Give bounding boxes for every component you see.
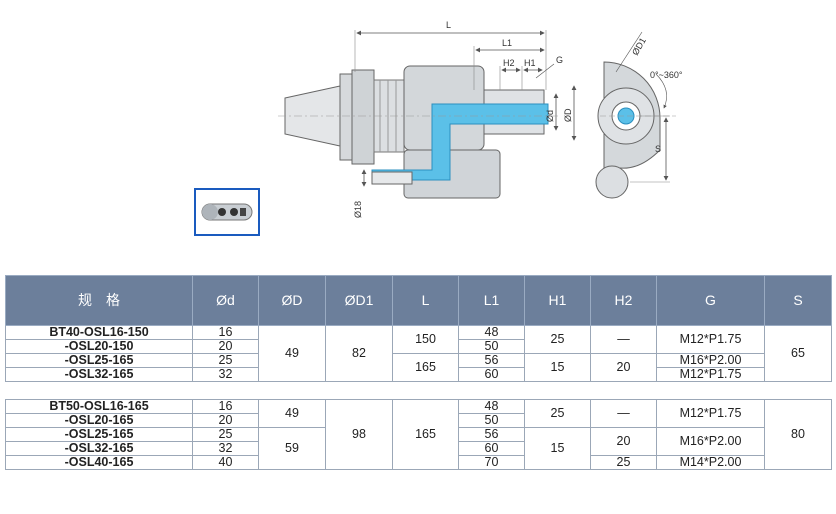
cell-L1: 56 <box>458 353 525 368</box>
cell-D1: 82 <box>325 325 393 382</box>
cell-H1: 25 <box>524 399 591 428</box>
cell-d: 25 <box>192 427 259 442</box>
spec-name: BT50-OSL16-165 <box>5 399 193 414</box>
header-D: ØD <box>258 275 326 326</box>
cell-L1: 60 <box>458 367 525 382</box>
cell-D: 59 <box>258 427 326 470</box>
spec-name: -OSL25-165 <box>5 427 193 442</box>
cell-D: 49 <box>258 325 326 382</box>
cell-H2: — <box>590 325 657 354</box>
cell-G: M12*P1.75 <box>656 367 765 382</box>
tool-thumbnail-icon <box>201 203 253 221</box>
cell-G: M14*P2.00 <box>656 455 765 470</box>
table-row: BT40-OSL16-150 16 49 82 150 48 25 — M12*… <box>5 325 832 382</box>
cell-G: M12*P1.75 <box>656 325 765 354</box>
cell-G: M12*P1.75 <box>656 399 765 428</box>
cell-L: 150 <box>392 325 459 354</box>
table-gap <box>5 381 832 400</box>
cell-H1: 15 <box>524 353 591 382</box>
cell-H2: 20 <box>590 353 657 382</box>
cell-G: M16*P2.00 <box>656 353 765 368</box>
cell-L: 165 <box>392 353 459 382</box>
header-S: S <box>764 275 832 326</box>
cell-L1: 48 <box>458 325 525 340</box>
cell-d: 25 <box>192 353 259 368</box>
cell-L1: 50 <box>458 413 525 428</box>
header-spec: 规 格 <box>5 275 193 326</box>
cell-H1: 15 <box>524 427 591 470</box>
cell-L1: 48 <box>458 399 525 414</box>
dim-S: S <box>655 144 661 154</box>
header-L1: L1 <box>458 275 525 326</box>
cell-d: 16 <box>192 399 259 414</box>
cell-d: 16 <box>192 325 259 340</box>
cell-L1: 60 <box>458 441 525 456</box>
spec-name: -OSL32-165 <box>5 367 193 382</box>
spec-name: -OSL32-165 <box>5 441 193 456</box>
spec-table: 规 格 Ød ØD ØD1 L L1 H1 H2 G S BT40-OSL16-… <box>5 275 832 470</box>
cell-L1: 56 <box>458 427 525 442</box>
end-view <box>595 61 676 199</box>
dim-H1: H1 <box>524 58 536 68</box>
spec-name: -OSL25-165 <box>5 353 193 368</box>
header-H1: H1 <box>524 275 591 326</box>
cell-S: 65 <box>764 325 832 382</box>
cell-d: 40 <box>192 455 259 470</box>
dim-D: ØD <box>563 108 573 122</box>
cell-L: 165 <box>392 399 459 470</box>
cell-D1: 98 <box>325 399 393 470</box>
table-row: BT50-OSL16-165 16 49 98 165 48 25 — M12*… <box>5 399 832 470</box>
spec-name: -OSL20-165 <box>5 413 193 428</box>
cell-H2: — <box>590 399 657 428</box>
header-L: L <box>392 275 459 326</box>
cell-L1: 50 <box>458 339 525 354</box>
cell-d: 32 <box>192 367 259 382</box>
table-row: -OSL25-165 25 59 56 15 20 M16*P2.00 <box>5 427 832 470</box>
tool-holder-drawing: L L1 H2 H1 G Ød ØD Ø18 ØD1 0°~360° S <box>278 20 683 218</box>
cell-d: 20 <box>192 413 259 428</box>
table-row: -OSL20-150 20 50 <box>5 339 832 354</box>
header-d: Ød <box>192 275 259 326</box>
cell-L1: 70 <box>458 455 525 470</box>
table-header-row: 规 格 Ød ØD ØD1 L L1 H1 H2 G S <box>5 275 832 326</box>
cell-H1: 25 <box>524 325 591 354</box>
dim-G: G <box>556 55 563 65</box>
cell-H2: 25 <box>590 455 657 470</box>
spec-name: -OSL20-150 <box>5 339 193 354</box>
header-G: G <box>656 275 765 326</box>
table-row: -OSL25-165 25 165 56 15 20 M16*P2.00 <box>5 353 832 382</box>
cell-H2: 20 <box>590 427 657 456</box>
cell-D: 49 <box>258 399 326 428</box>
cell-d: 32 <box>192 441 259 456</box>
product-thumbnail <box>194 188 260 236</box>
cell-d: 20 <box>192 339 259 354</box>
header-D1: ØD1 <box>325 275 393 326</box>
dim-L1: L1 <box>502 38 512 48</box>
dim-L: L <box>446 20 451 30</box>
spec-name: -OSL40-165 <box>5 455 193 470</box>
cell-S: 80 <box>764 399 832 470</box>
spec-name: BT40-OSL16-150 <box>5 325 193 340</box>
dim-d18: Ø18 <box>353 201 363 218</box>
dim-angle: 0°~360° <box>650 70 683 80</box>
table-row: -OSL20-165 20 50 <box>5 413 832 428</box>
table-row: -OSL40-165 40 70 25 M14*P2.00 <box>5 455 832 470</box>
header-H2: H2 <box>590 275 657 326</box>
coolant-channel <box>371 103 549 181</box>
dim-H2: H2 <box>503 58 515 68</box>
cell-G: M16*P2.00 <box>656 427 765 456</box>
